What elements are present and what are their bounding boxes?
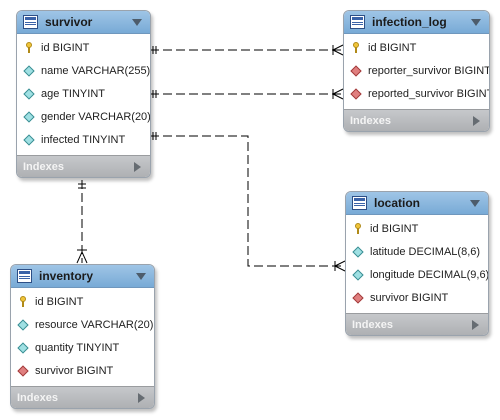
indexes-section[interactable]: Indexes: [346, 313, 488, 335]
diamond-icon: [17, 341, 29, 354]
column-row[interactable]: survivor BIGINT: [11, 359, 154, 382]
table-location[interactable]: location id BIGINT latitude DECIMAL(8,6)…: [345, 191, 489, 336]
table-name: inventory: [39, 269, 94, 283]
column-label: age TINYINT: [41, 87, 105, 100]
diamond-icon: [23, 64, 35, 77]
table-header[interactable]: location: [346, 192, 488, 215]
key-icon: [352, 223, 364, 235]
table-grid-icon: [23, 15, 38, 29]
column-label: reported_survivor BIGINT: [368, 87, 490, 100]
column-label: survivor BIGINT: [35, 364, 114, 377]
column-row[interactable]: infected TINYINT: [17, 128, 150, 151]
red-diamond-icon: [17, 364, 29, 377]
key-icon: [350, 42, 362, 54]
column-label: infected TINYINT: [41, 133, 126, 146]
table-header[interactable]: inventory: [11, 265, 154, 288]
column-label: name VARCHAR(255): [41, 64, 151, 77]
indexes-label: Indexes: [352, 318, 393, 331]
column-row[interactable]: age TINYINT: [17, 82, 150, 105]
table-grid-icon: [350, 15, 365, 29]
column-row[interactable]: latitude DECIMAL(8,6): [346, 240, 488, 263]
relationship-survivor-location: [150, 132, 346, 272]
table-grid-icon: [352, 196, 367, 210]
chevron-down-icon[interactable]: [471, 18, 481, 26]
indexes-section[interactable]: Indexes: [344, 109, 489, 131]
column-row[interactable]: id BIGINT: [346, 217, 488, 240]
diamond-icon: [23, 87, 35, 100]
diamond-icon: [352, 245, 364, 258]
chevron-down-icon[interactable]: [136, 272, 146, 280]
column-label: resource VARCHAR(20): [35, 318, 154, 331]
column-row[interactable]: gender VARCHAR(20): [17, 105, 150, 128]
red-diamond-icon: [350, 87, 362, 100]
indexes-label: Indexes: [23, 160, 64, 173]
table-infection-log[interactable]: infection_log id BIGINT reporter_survivo…: [343, 10, 490, 132]
column-row[interactable]: name VARCHAR(255): [17, 59, 150, 82]
column-label: survivor BIGINT: [370, 291, 449, 304]
column-label: id BIGINT: [41, 41, 90, 54]
column-label: id BIGINT: [35, 295, 84, 308]
table-name: survivor: [45, 15, 93, 29]
indexes-section[interactable]: Indexes: [11, 386, 154, 408]
column-label: latitude DECIMAL(8,6): [370, 245, 481, 258]
column-row[interactable]: reported_survivor BIGINT: [344, 82, 489, 105]
table-header[interactable]: infection_log: [344, 11, 489, 34]
column-label: gender VARCHAR(20): [41, 110, 151, 123]
table-name: infection_log: [372, 15, 447, 29]
indexes-section[interactable]: Indexes: [17, 155, 150, 177]
table-survivor[interactable]: survivor id BIGINT name VARCHAR(255) age…: [16, 10, 151, 178]
indexes-label: Indexes: [350, 114, 391, 127]
arrow-right-icon[interactable]: [472, 319, 479, 330]
table-header[interactable]: survivor: [17, 11, 150, 34]
column-row[interactable]: quantity TINYINT: [11, 336, 154, 359]
column-label: id BIGINT: [370, 222, 419, 235]
column-row[interactable]: id BIGINT: [17, 36, 150, 59]
table-inventory[interactable]: inventory id BIGINT resource VARCHAR(20)…: [10, 264, 155, 409]
column-row[interactable]: id BIGINT: [11, 290, 154, 313]
column-row[interactable]: reporter_survivor BIGINT: [344, 59, 489, 82]
column-label: reporter_survivor BIGINT: [368, 64, 490, 77]
column-row[interactable]: id BIGINT: [344, 36, 489, 59]
relationship-survivor-infection-log-reporter: [150, 44, 344, 56]
column-row[interactable]: longitude DECIMAL(9,6): [346, 263, 488, 286]
chevron-down-icon[interactable]: [470, 199, 480, 207]
arrow-right-icon[interactable]: [134, 161, 141, 172]
table-name: location: [374, 196, 421, 210]
column-label: id BIGINT: [368, 41, 417, 54]
key-icon: [23, 42, 35, 54]
diamond-icon: [23, 110, 35, 123]
column-row[interactable]: resource VARCHAR(20): [11, 313, 154, 336]
table-grid-icon: [17, 269, 32, 283]
diamond-icon: [17, 318, 29, 331]
chevron-down-icon[interactable]: [132, 18, 142, 26]
column-label: longitude DECIMAL(9,6): [370, 268, 489, 281]
indexes-label: Indexes: [17, 391, 58, 404]
relationship-survivor-inventory: [76, 180, 88, 264]
diamond-icon: [352, 268, 364, 281]
arrow-right-icon[interactable]: [473, 115, 480, 126]
column-row[interactable]: survivor BIGINT: [346, 286, 488, 309]
key-icon: [17, 296, 29, 308]
arrow-right-icon[interactable]: [138, 392, 145, 403]
red-diamond-icon: [350, 64, 362, 77]
red-diamond-icon: [352, 291, 364, 304]
relationship-survivor-infection-log-reported: [150, 88, 344, 100]
diamond-icon: [23, 133, 35, 146]
column-label: quantity TINYINT: [35, 341, 120, 354]
